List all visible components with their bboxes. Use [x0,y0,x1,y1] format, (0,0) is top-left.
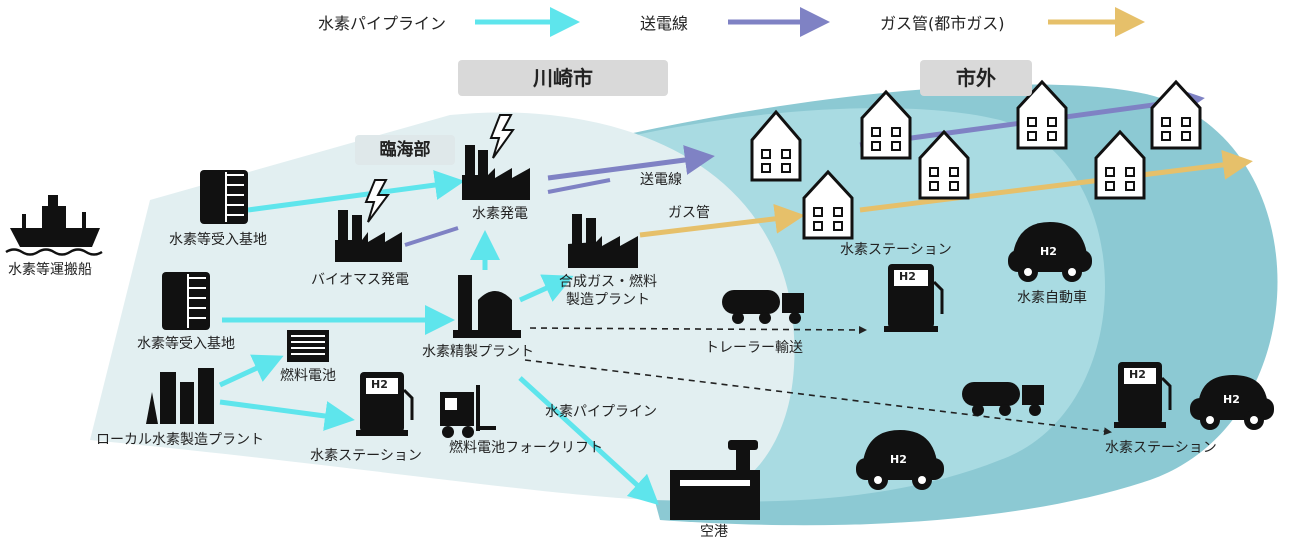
pipeline-local-to-station [219,399,355,431]
legend-power-label: 送電線 [640,14,689,33]
trailer-truck-icon-right [962,382,1044,416]
h2-mark: H2 [1129,368,1146,381]
forklift-label: 燃料電池フォークリフト [449,440,603,456]
pipeline-refinery-to-airport [518,376,660,506]
hydrogen-station-icon-left [356,372,414,436]
fuel-cell-label: 燃料電池 [280,368,336,384]
pipeline-line-label: 水素パイプライン [545,404,657,420]
coastal-tag: 臨海部 [355,135,455,165]
ship-icon [5,195,103,256]
airport-icon [670,440,760,520]
gas-line-outside [859,149,1253,213]
outside-region-title: 市外 [920,60,1032,96]
hydrogen-station-icon-right [1114,362,1172,428]
local-plant-label: ローカル水素製造プラント [96,432,264,448]
pipeline-refinery-to-synth [518,274,574,303]
fcv-car-icon-mid [1008,222,1092,282]
h2-mark: H2 [890,453,907,466]
hydrogen-power-plant-icon [462,114,530,200]
ship-label: 水素等運搬船 [8,262,92,278]
house-icon [1094,129,1146,200]
station-right-label: 水素ステーション [1105,440,1217,456]
synth-plant-icon [568,214,638,268]
pipeline-local-to-fuelcell [218,354,284,388]
house-icons [750,79,1202,240]
h2-power-label: 水素発電 [472,206,528,222]
storage-tank-icon-top [200,170,248,224]
gas-line-label: ガス管 [668,205,710,221]
biomass-label: バイオマス発電 [311,272,409,288]
house-icon [918,129,970,200]
trailer-truck-icon-mid [722,290,804,324]
pipeline-base-to-power [247,170,465,213]
storage-tank-icon-mid [162,272,210,330]
city-region-title: 川崎市 [458,60,668,96]
trailer-label: トレーラー輸送 [705,340,803,356]
house-icon [1016,79,1068,150]
h2-mark: H2 [899,270,916,283]
base-mid-label: 水素等受入基地 [137,336,235,352]
fcv-car-icon-bottom [856,430,944,490]
house-icon [1150,79,1202,150]
house-icon [802,169,854,240]
h2-mark: H2 [1040,245,1057,258]
synth-label-line1: 合成ガス・燃料 [559,274,657,290]
biomass-factory-icon [335,179,402,262]
airport-label: 空港 [700,524,728,540]
fcv-car-icon-right [1190,375,1274,430]
station-mid-label: 水素ステーション [840,242,952,258]
forklift-icon [440,385,496,438]
power-line-branch [547,178,611,194]
trailer-route-mid [529,325,867,334]
refinery-label: 水素精製プラント [422,344,534,360]
refinery-icon [453,275,521,338]
house-icon [860,89,912,160]
local-plant-icon [146,368,214,424]
h2-mark: H2 [1223,393,1240,406]
station-left-label: 水素ステーション [310,448,422,464]
legend-pipeline-label: 水素パイプライン [318,14,447,33]
synth-label-line2: 製造プラント [566,292,650,308]
gas-line-city [639,203,805,238]
base-top-label: 水素等受入基地 [169,232,267,248]
hydrogen-station-icon-mid [884,264,944,332]
house-icon [750,109,802,182]
power-line-main [547,145,715,181]
legend-gas-label: ガス管(都市ガス) [880,14,1005,33]
h2-mark: H2 [371,378,388,391]
power-biomass-to-h2power [404,226,459,247]
fuel-cell-icon [287,330,329,362]
power-line-label: 送電線 [640,172,682,188]
fcv-label: 水素自動車 [1017,290,1087,306]
